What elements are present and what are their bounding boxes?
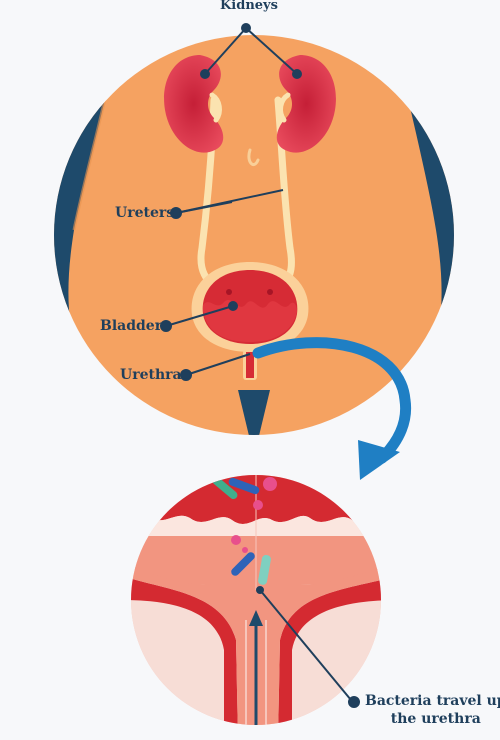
urethra-tube [131,575,381,725]
kidneys-label: Kidneys [220,0,278,13]
bacteria-cluster [212,476,277,585]
bladder-interior [131,475,381,525]
kidney-left [164,55,224,153]
bladder-wall [131,536,381,585]
arrow-icon [252,337,412,480]
kidney-right [276,55,336,153]
body-circle-bg [54,35,454,435]
zoom-circle [131,475,381,725]
bacteria-label: Bacteria travel up the urethra [365,692,500,728]
top-leader-lines [160,23,302,381]
ureters-label: Ureters [115,205,175,221]
crotch-shape [238,390,270,435]
bladder-label: Bladder [100,318,163,334]
bladder [191,262,309,380]
bacteria-label-line2: the urethra [390,711,481,727]
bottom-leader-line [256,586,360,708]
bacteria-label-line1: Bacteria travel up [365,693,500,709]
navel [247,148,260,166]
body-circle [54,35,454,435]
urethra-label: Urethra [120,367,182,383]
